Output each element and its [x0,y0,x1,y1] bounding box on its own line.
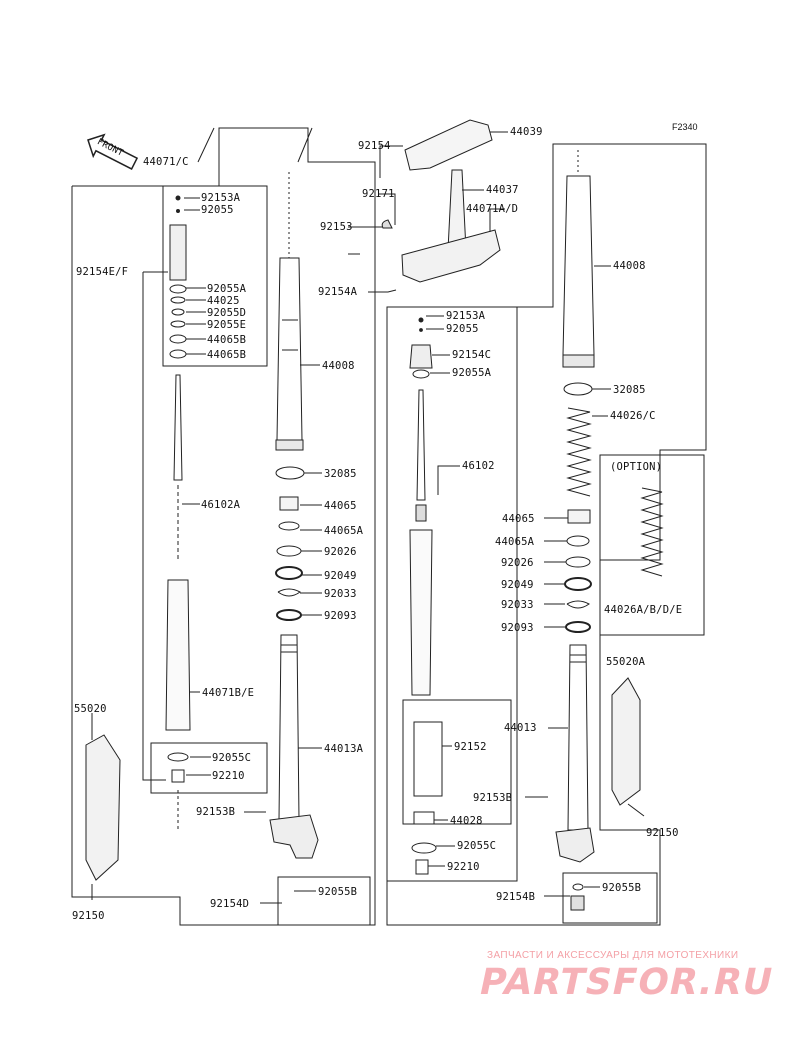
front-direction-arrow [87,133,139,170]
part-label[interactable]: 92154D [210,898,250,910]
watermark-tagline: ЗАПЧАСТИ И АКСЕССУАРЫ ДЛЯ МОТОТЕХНИКИ [487,950,739,961]
center-lower-box [402,699,512,825]
part-label[interactable]: 92055B [318,886,358,898]
left-cartridge-body [165,579,191,731]
part-label[interactable]: 44026A/B/D/E [604,604,683,616]
part-label[interactable]: 44071B/E [202,687,255,699]
left-damper-rod [173,374,183,481]
left-inner-tube [278,634,300,821]
part-label[interactable]: 44065A [324,525,364,537]
center-cap [409,344,433,369]
left-cap-bolt [169,224,187,281]
part-label[interactable]: 92055E [207,319,247,331]
option-label: (OPTION) [610,461,663,473]
part-label[interactable]: 92154E/F [76,266,129,278]
part-label[interactable]: 44039 [510,126,543,138]
part-label[interactable]: 92055 [201,204,234,216]
part-label[interactable]: 46102A [201,499,241,511]
part-label[interactable]: 92210 [447,861,480,873]
part-label[interactable]: 92026 [501,557,534,569]
part-label[interactable]: 46102 [462,460,495,472]
left-bottom-box [277,876,371,926]
right-fork-spring [566,407,592,497]
part-label[interactable]: 92055C [212,752,252,764]
part-label[interactable]: 92049 [324,570,357,582]
part-label[interactable]: 92210 [212,770,245,782]
left-assembly-frame [71,127,376,926]
steering-stem [447,169,467,251]
left-lower-box [150,742,268,794]
part-label[interactable]: 32085 [324,468,357,480]
part-label[interactable]: 92154C [452,349,492,361]
center-cartridge-body [409,529,433,696]
part-label[interactable]: 44065A [495,536,535,548]
part-label[interactable]: 92055A [452,367,492,379]
part-label[interactable]: 92153A [446,310,486,322]
center-sleeve-92152 [413,721,443,797]
center-damper-rod [416,389,426,501]
part-label[interactable]: 92171 [362,188,395,200]
center-cartridge-box [386,306,518,882]
part-label[interactable]: 92055B [602,882,642,894]
part-label[interactable]: 92153B [196,806,236,818]
part-label[interactable]: 92055C [457,840,497,852]
part-label[interactable]: 92150 [72,910,105,922]
part-label[interactable]: 44065 [502,513,535,525]
right-fork-guard [611,677,641,806]
part-label[interactable]: 92093 [501,622,534,634]
part-label[interactable]: 92055D [207,307,247,319]
left-ring-32085 [275,466,305,480]
part-label[interactable]: 92033 [324,588,357,600]
watermark-logo: PARTSFOR.RU [475,962,778,1003]
part-label[interactable]: 44037 [486,184,519,196]
part-label[interactable]: 44071A/D [466,203,519,215]
option-box [599,454,705,636]
part-label[interactable]: 44028 [450,815,483,827]
part-label[interactable]: 44013 [504,722,537,734]
part-label[interactable]: 44026/C [610,410,656,422]
part-label[interactable]: 92153 [320,221,353,233]
right-assembly-frame [386,143,707,926]
part-label[interactable]: 92150 [646,827,679,839]
part-label[interactable]: 92153A [201,192,241,204]
part-label[interactable]: 44065 [324,500,357,512]
left-bushing-44065 [279,496,299,511]
right-inner-tube [567,644,589,831]
part-label[interactable]: 44008 [613,260,646,272]
part-label[interactable]: 92154B [496,891,536,903]
left-outer-tube [276,257,303,441]
left-fork-guard [85,734,121,881]
part-label[interactable]: 92093 [324,610,357,622]
part-label[interactable]: 92154 [358,140,391,152]
right-axle-clamp [555,827,595,863]
right-outer-tube [562,175,595,356]
part-label[interactable]: 44065B [207,334,247,346]
left-axle-clamp [269,814,319,859]
figure-reference-code: F2340 [672,122,698,132]
part-label[interactable]: 92026 [324,546,357,558]
part-label[interactable]: 44008 [322,360,355,372]
part-label[interactable]: 92055A [207,283,247,295]
part-label[interactable]: 32085 [613,384,646,396]
part-label[interactable]: 92154A [318,286,358,298]
part-label[interactable]: 44071/C [143,156,189,168]
part-label[interactable]: 92049 [501,579,534,591]
part-label[interactable]: 92152 [454,741,487,753]
lower-triple-clamp [401,229,501,283]
part-label[interactable]: 44065B [207,349,247,361]
right-bottom-box [562,872,658,924]
part-label[interactable]: 55020A [606,656,646,668]
part-label[interactable]: 92033 [501,599,534,611]
upper-triple-clamp [404,119,493,171]
left-cartridge-box [162,185,268,367]
part-label[interactable]: 92153B [473,792,513,804]
part-label[interactable]: 44025 [207,295,240,307]
part-label[interactable]: 92055 [446,323,479,335]
part-label[interactable]: 44013A [324,743,364,755]
option-spring [640,487,664,577]
part-label[interactable]: 55020 [74,703,107,715]
